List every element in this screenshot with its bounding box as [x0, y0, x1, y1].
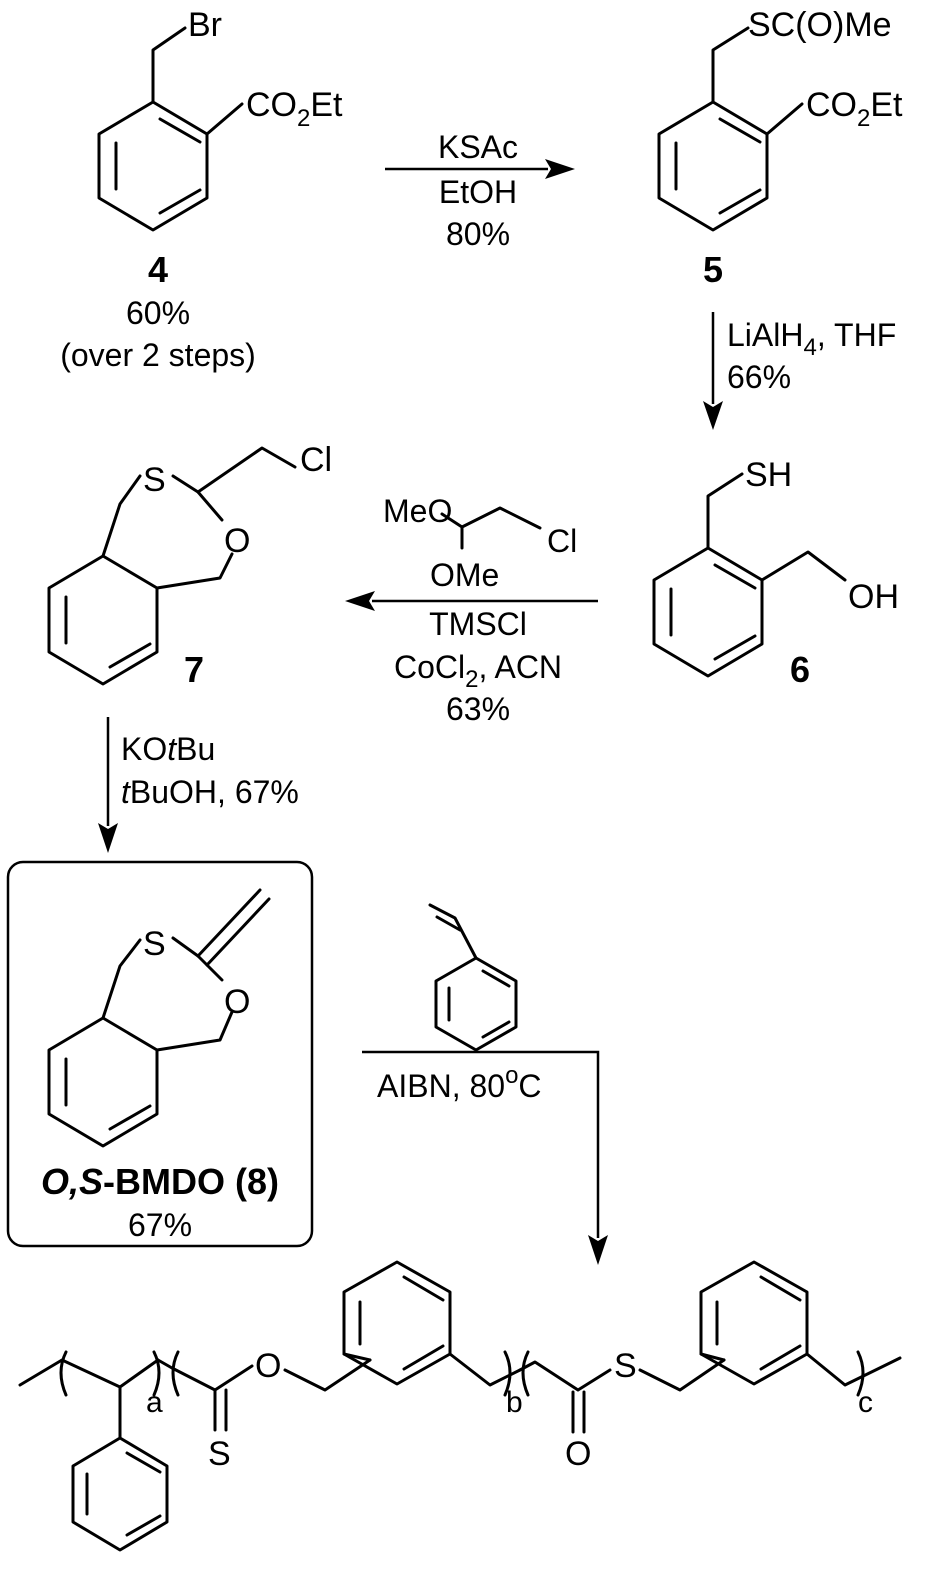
step-4: KOtBu tBuOH, 67% [98, 717, 299, 853]
polymer-backbone-c [518, 1360, 612, 1392]
polymer-index-a: a [146, 1386, 163, 1419]
compound-7: S O Cl 7 [47, 441, 332, 690]
step-5-arrowhead [588, 1235, 608, 1265]
step-1-reagent: KSAc [438, 129, 518, 165]
step-2: LiAlH4, THF 66% [703, 312, 896, 430]
polymer-bracket-1 [59, 1350, 68, 1397]
polymer: a S O b O S c [18, 1260, 902, 1552]
compound-5-thiomethyl-bond [711, 26, 750, 104]
compound-7-ring-inner-bonds [64, 595, 152, 669]
polymer-bracket-6 [856, 1350, 865, 1397]
step-3-ome-label: OMe [430, 557, 499, 593]
compound-5-ester-label: CO2Et [806, 86, 903, 132]
compound-4-yield: 60% [126, 295, 190, 331]
compound-8-exo-methylene [196, 888, 271, 967]
compound-6-oh-label: OH [848, 578, 899, 616]
polymer-phenyl-inner-bonds [85, 1451, 162, 1537]
step-4-arrowhead [98, 823, 118, 853]
polymer-thione-bond [213, 1388, 228, 1432]
compound-6-sh-label: SH [745, 456, 792, 494]
polymer-index-b: b [506, 1386, 523, 1419]
compound-8-box: S O O,S-BMDO (8) 67% [6, 860, 314, 1248]
polymer-backbone-b [156, 1358, 254, 1392]
compound-7-thiepane-bonds [101, 474, 234, 590]
step-3: MeO Cl OMe TMSCl CoCl2, ACN 63% [345, 493, 598, 727]
styrene-vinyl [428, 903, 478, 960]
compound-5-ester-bond [765, 102, 804, 136]
compound-5: SC(O)Me CO2Et 5 [657, 6, 903, 290]
step-3-yield: 63% [446, 691, 510, 727]
step-4-solvent: tBuOH, 67% [121, 774, 299, 810]
compound-6-ring-inner-bonds [669, 563, 757, 661]
compound-6-thiol-bond [706, 472, 744, 550]
compound-8-o-label: O [224, 983, 250, 1021]
compound-8-frame [6, 860, 314, 1248]
compound-7-s-label: S [143, 461, 166, 499]
step-3-catalyst: CoCl2, ACN [394, 649, 562, 693]
polymer-right-connectors [699, 1352, 902, 1387]
compound-5-number: 5 [703, 249, 723, 290]
step-3-meo-label: MeO [383, 493, 452, 529]
polymer-middle-ring-inner-bonds [358, 1275, 445, 1371]
compound-4-ester-label: CO2Et [246, 86, 343, 132]
compound-7-o-label: O [224, 522, 250, 560]
compound-4-note: (over 2 steps) [60, 337, 256, 373]
polymer-bracket-4 [503, 1350, 512, 1397]
step-3-reagent: TMSCl [429, 606, 527, 642]
polymer-index-c: c [858, 1386, 873, 1419]
step-5: AIBN, 80oC [362, 903, 608, 1265]
step-1: KSAc EtOH 80% [385, 129, 575, 252]
polymer-ester-o-label: O [255, 1347, 281, 1385]
step-1-arrowhead [545, 159, 575, 179]
polymer-phenyl-ring [71, 1436, 169, 1552]
polymer-middle-ring [342, 1260, 452, 1386]
step-3-chloroacetal-structure [440, 506, 542, 550]
compound-8-ring-inner-bonds [64, 1057, 152, 1131]
polymer-bracket-3 [171, 1350, 180, 1397]
compound-4: Br CO2Et 4 60% (over 2 steps) [60, 6, 343, 373]
step-5-arrow-line [362, 1050, 600, 1238]
compound-4-bromomethyl-bond [151, 26, 187, 104]
polymer-thio-methylene [638, 1358, 726, 1392]
compound-8-thiepane-bonds [101, 936, 234, 1052]
polymer-bracket-2 [152, 1350, 161, 1397]
step-4-base: KOtBu [121, 731, 215, 767]
compound-4-ester-bond [205, 102, 244, 136]
step-3-arrowhead [345, 591, 375, 611]
polymer-carbonyl-o-label: O [565, 1435, 591, 1473]
compound-4-number: 4 [148, 249, 168, 290]
step-5-initiator: AIBN, 80oC [377, 1062, 542, 1104]
step-2-arrowhead [703, 401, 723, 430]
polymer-oxy-methylene [283, 1358, 372, 1392]
compound-5-ring-inner-bonds [674, 117, 762, 215]
polymer-thione-s-label: S [208, 1435, 231, 1473]
polymer-thioester-s-label: S [614, 1347, 637, 1385]
compound-7-chloromethyl-bond [196, 446, 297, 494]
step-1-solvent: EtOH [439, 174, 517, 210]
polymer-right-ring [699, 1260, 809, 1386]
compound-6-number: 6 [790, 649, 810, 690]
compound-4-br-label: Br [188, 6, 222, 44]
step-2-yield: 66% [727, 359, 791, 395]
compound-7-cl-label: Cl [300, 441, 332, 479]
polymer-carbonyl-bond [571, 1390, 586, 1434]
polymer-backbone-a [18, 1358, 160, 1389]
compound-8-s-label: S [143, 925, 166, 963]
compound-5-thioester-label: SC(O)Me [748, 6, 892, 44]
step-2-reagent: LiAlH4, THF [727, 317, 896, 361]
step-3-cl-label: Cl [547, 523, 577, 559]
step-1-yield: 80% [446, 216, 510, 252]
compound-4-ring-inner-bonds [114, 117, 202, 215]
compound-7-number: 7 [184, 649, 204, 690]
compound-6-hydroxymethyl-bond [760, 550, 847, 582]
compound-6: SH OH 6 [652, 456, 899, 690]
polymer-right-ring-inner-bonds [715, 1275, 802, 1371]
styrene-ring-inner-bonds [447, 969, 511, 1039]
compound-8-yield: 67% [128, 1207, 192, 1243]
compound-8-name: O,S-BMDO (8) [41, 1161, 279, 1202]
polymer-bracket-5 [521, 1350, 530, 1397]
styrene-ring [434, 956, 518, 1052]
